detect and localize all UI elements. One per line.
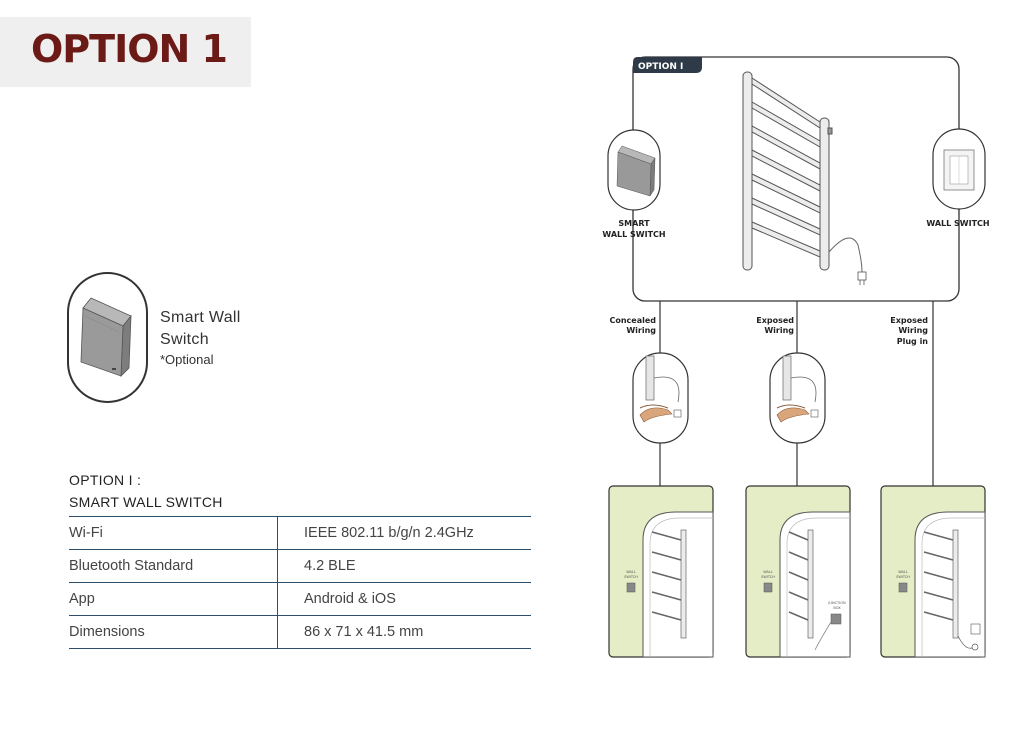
spec-value: 86 x 71 x 41.5 mm: [277, 615, 531, 649]
option-tab-label: OPTION I: [638, 62, 683, 72]
panel-switch-label-2a: WALL: [763, 570, 773, 574]
smart-switch-label-1: SMART: [618, 219, 650, 228]
table-row: Bluetooth Standard 4.2 BLE: [69, 549, 531, 583]
smart-switch-label-2: WALL SWITCH: [602, 230, 665, 239]
wall-switch-device-icon: [943, 149, 975, 191]
table-row: Dimensions 86 x 71 x 41.5 mm: [69, 615, 531, 649]
spec-title-line2: SMART WALL SWITCH: [69, 494, 223, 510]
spec-key: Dimensions: [69, 615, 278, 649]
spec-key: Wi-Fi: [69, 516, 278, 550]
wiring-label-1-line1: Concealed: [609, 316, 656, 325]
smart-switch-device-icon: [616, 145, 656, 197]
install-panel-plugin: WALL SWITCH: [880, 485, 986, 658]
spec-key: Bluetooth Standard: [69, 549, 278, 583]
junction-box-label-2: BOX: [833, 606, 841, 610]
panel-switch-label-1a: WALL: [626, 570, 636, 574]
panel-switch-label-1b: SWITCH: [624, 575, 638, 579]
spec-value: Android & iOS: [277, 582, 531, 616]
wiring-label-3-line1: Exposed: [890, 316, 928, 325]
towel-rail-cable: [828, 237, 863, 273]
panel-switch-label-3a: WALL: [898, 570, 908, 574]
product-name-line1: Smart Wall: [160, 309, 241, 326]
option-tab: [633, 57, 702, 73]
product-note: *Optional: [160, 352, 214, 367]
page-title: OPTION 1: [31, 27, 228, 71]
spec-title-line1: OPTION I :: [69, 472, 142, 488]
table-row: Wi-Fi IEEE 802.11 b/g/n 2.4GHz: [69, 516, 531, 550]
cable-plug-icon: [857, 271, 867, 285]
wiring-label-1-line2: Wiring: [626, 326, 656, 335]
concealed-install-oval: [632, 352, 689, 444]
spec-key: App: [69, 582, 278, 616]
towel-rail-illustration: [742, 71, 833, 271]
install-panel-concealed: WALL SWITCH: [608, 485, 714, 658]
wiring-label-3-line3: Plug in: [897, 337, 929, 346]
wiring-label-3-line2: Wiring: [898, 326, 928, 335]
smart-switch-icon: [80, 297, 132, 378]
table-row: App Android & iOS: [69, 582, 531, 616]
wiring-label-2-line1: Exposed: [756, 316, 794, 325]
exposed-install-oval: [769, 352, 826, 444]
panel-switch-label-3b: SWITCH: [896, 575, 910, 579]
install-panel-exposed: WALL SWITCH JUNCTION BOX: [745, 485, 851, 658]
smart-switch-badge: [67, 272, 148, 403]
title-banner: OPTION 1: [0, 17, 251, 87]
product-name: Smart Wall Switch: [160, 307, 241, 351]
product-name-line2: Switch: [160, 331, 209, 348]
spec-table: Wi-Fi IEEE 802.11 b/g/n 2.4GHz Bluetooth…: [69, 516, 531, 649]
spec-title: OPTION I : SMART WALL SWITCH: [69, 469, 223, 513]
spec-value: IEEE 802.11 b/g/n 2.4GHz: [277, 516, 531, 550]
wiring-label-2-line2: Wiring: [764, 326, 794, 335]
spec-value: 4.2 BLE: [277, 549, 531, 583]
wall-switch-label: WALL SWITCH: [926, 219, 989, 228]
panel-switch-label-2b: SWITCH: [761, 575, 775, 579]
junction-box-label-1: JUNCTION: [827, 601, 846, 605]
